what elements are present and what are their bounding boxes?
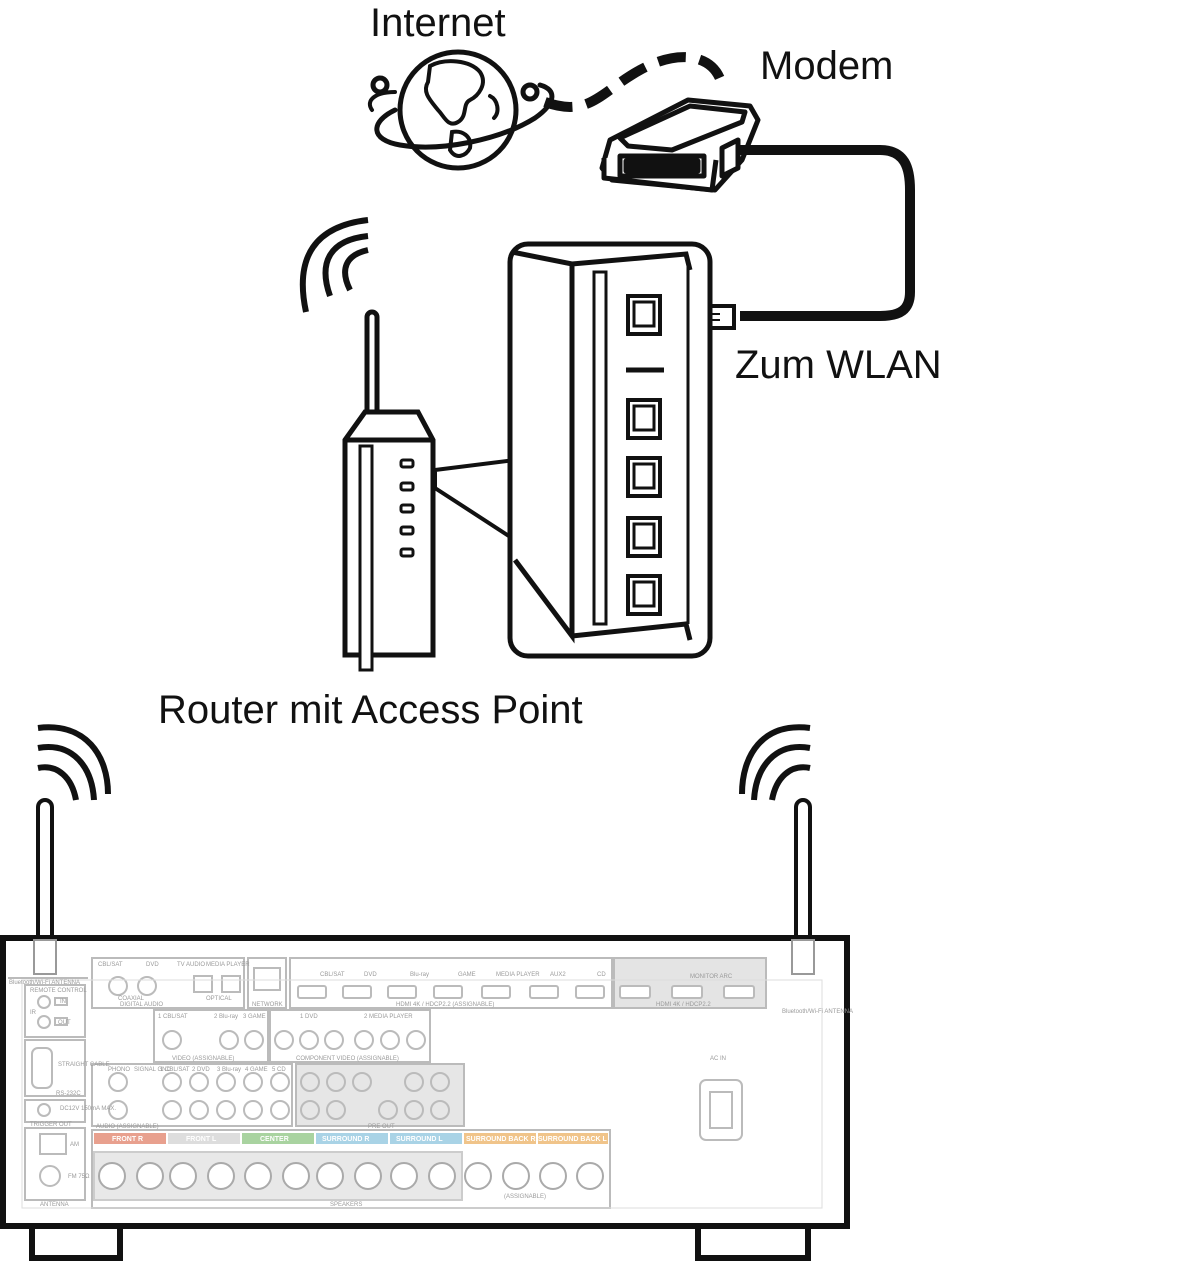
speaker-surround-back-l: SURROUND BACK L <box>538 1136 608 1143</box>
video-input-2: 2 Blu-ray <box>214 1014 238 1020</box>
digital-input-2: DVD <box>146 962 159 968</box>
router-icon <box>299 217 436 672</box>
assignable-text: (ASSIGNABLE) <box>504 1194 546 1200</box>
speaker-surround-r: SURROUND R <box>322 1136 369 1143</box>
lan-port-2 <box>626 456 662 498</box>
network-text: NETWORK <box>252 1002 283 1008</box>
hdmi-input-4: GAME <box>458 972 476 978</box>
preout-text: PRE OUT <box>368 1124 395 1130</box>
speakers-text: SPEAKERS <box>330 1202 362 1208</box>
component-input-1: 1 DVD <box>300 1014 318 1020</box>
hdmi-out-label: HDMI 4K / HDCP2.2 <box>656 1002 711 1008</box>
digital-input-4: MEDIA PLAYER <box>206 962 250 968</box>
wlan-label: Zum WLAN <box>735 343 942 387</box>
lan-port-3 <box>626 516 662 558</box>
callout-wedge <box>433 457 517 544</box>
speaker-surround-l: SURROUND L <box>396 1136 443 1143</box>
audio-label: AUDIO (ASSIGNABLE) <box>96 1124 159 1130</box>
receiver-wifi-left <box>37 724 111 801</box>
antenna-left-text: Bluetooth/Wi-Fi ANTENNA <box>9 980 80 986</box>
phono-text: PHONO <box>108 1067 130 1073</box>
hdmi-input-1: CBL/SAT <box>320 972 345 978</box>
speaker-color-bars <box>94 1133 608 1144</box>
optical-text: OPTICAL <box>206 996 232 1002</box>
audio-input-3: 3 Blu-ray <box>217 1067 241 1073</box>
coaxial-text: COAXIAL <box>118 996 145 1002</box>
hdmi-input-3: Blu-ray <box>410 972 429 978</box>
speaker-surround-back-r: SURROUND BACK R <box>466 1136 536 1143</box>
internet-link <box>543 52 727 112</box>
rear-panel-labels: Bluetooth/Wi-Fi ANTENNA Bluetooth/Wi-Fi … <box>9 962 853 1208</box>
digital-input-3: TV AUDIO <box>177 962 205 968</box>
speaker-center: CENTER <box>260 1136 289 1143</box>
modem-cable <box>740 145 915 321</box>
audio-input-1: 1 CBL/SAT <box>160 1067 190 1073</box>
component-input-2: 2 MEDIA PLAYER <box>364 1014 413 1020</box>
hdmi-label: HDMI 4K / HDCP2.2 (ASSIGNABLE) <box>396 1002 494 1008</box>
wan-port <box>626 294 662 336</box>
component-label: COMPONENT VIDEO (ASSIGNABLE) <box>296 1056 399 1062</box>
ac-in-text: AC IN <box>710 1056 726 1062</box>
monitor-arc-text: MONITOR ARC <box>690 974 733 980</box>
video-label: VIDEO (ASSIGNABLE) <box>172 1056 234 1062</box>
router-label: Router mit Access Point <box>158 688 583 732</box>
audio-input-5: 5 CD <box>272 1067 286 1073</box>
lan-port-4 <box>626 574 662 616</box>
dc-out-text: DC12V 150mA MAX. <box>60 1106 116 1112</box>
globe-icon <box>367 49 555 171</box>
hdmi-input-5: MEDIA PLAYER <box>496 972 540 978</box>
speaker-front-r: FRONT R <box>112 1136 143 1143</box>
video-input-3: 3 GAME <box>243 1014 266 1020</box>
rear-panel <box>8 939 823 1209</box>
remote-in-text: IN <box>60 999 66 1005</box>
antenna-right-text: Bluetooth/Wi-Fi ANTENNA <box>782 1009 853 1015</box>
digital-input-1: CBL/SAT <box>98 962 123 968</box>
speaker-front-l: FRONT L <box>186 1136 217 1143</box>
audio-input-2: 2 DVD <box>192 1067 210 1073</box>
straight-cable-text: STRAIGHT CABLE <box>58 1062 110 1068</box>
remote-out-text: OUT <box>58 1020 71 1026</box>
trigger-out-text: TRIGGER OUT <box>30 1122 72 1128</box>
foot-right <box>695 1225 811 1261</box>
hdmi-input-6: AUX2 <box>550 972 566 978</box>
audio-input-4: 4 GAME <box>245 1067 268 1073</box>
lan-port-1 <box>626 398 662 440</box>
internet-label: Internet <box>370 1 506 45</box>
am-text: AM <box>70 1142 79 1148</box>
signal-gnd-text: SIGNAL GND <box>134 1067 171 1073</box>
modem-label: Modem <box>760 44 894 88</box>
ir-text: IR <box>30 1010 37 1016</box>
hdmi-input-2: DVD <box>364 972 377 978</box>
hdmi-input-7: CD <box>597 972 606 978</box>
remote-control-text: REMOTE CONTROL <box>30 988 87 994</box>
video-input-1: 1 CBL/SAT <box>158 1014 188 1020</box>
digital-audio-text: DIGITAL AUDIO <box>120 1002 163 1008</box>
modem-icon <box>599 97 761 193</box>
antenna-text: ANTENNA <box>40 1202 69 1208</box>
receiver-wifi-right <box>739 724 811 801</box>
router-detail <box>507 241 713 659</box>
foot-left <box>29 1225 123 1261</box>
fm-text: FM 75Ω <box>68 1174 90 1180</box>
rs232c-text: RS-232C <box>56 1091 81 1097</box>
